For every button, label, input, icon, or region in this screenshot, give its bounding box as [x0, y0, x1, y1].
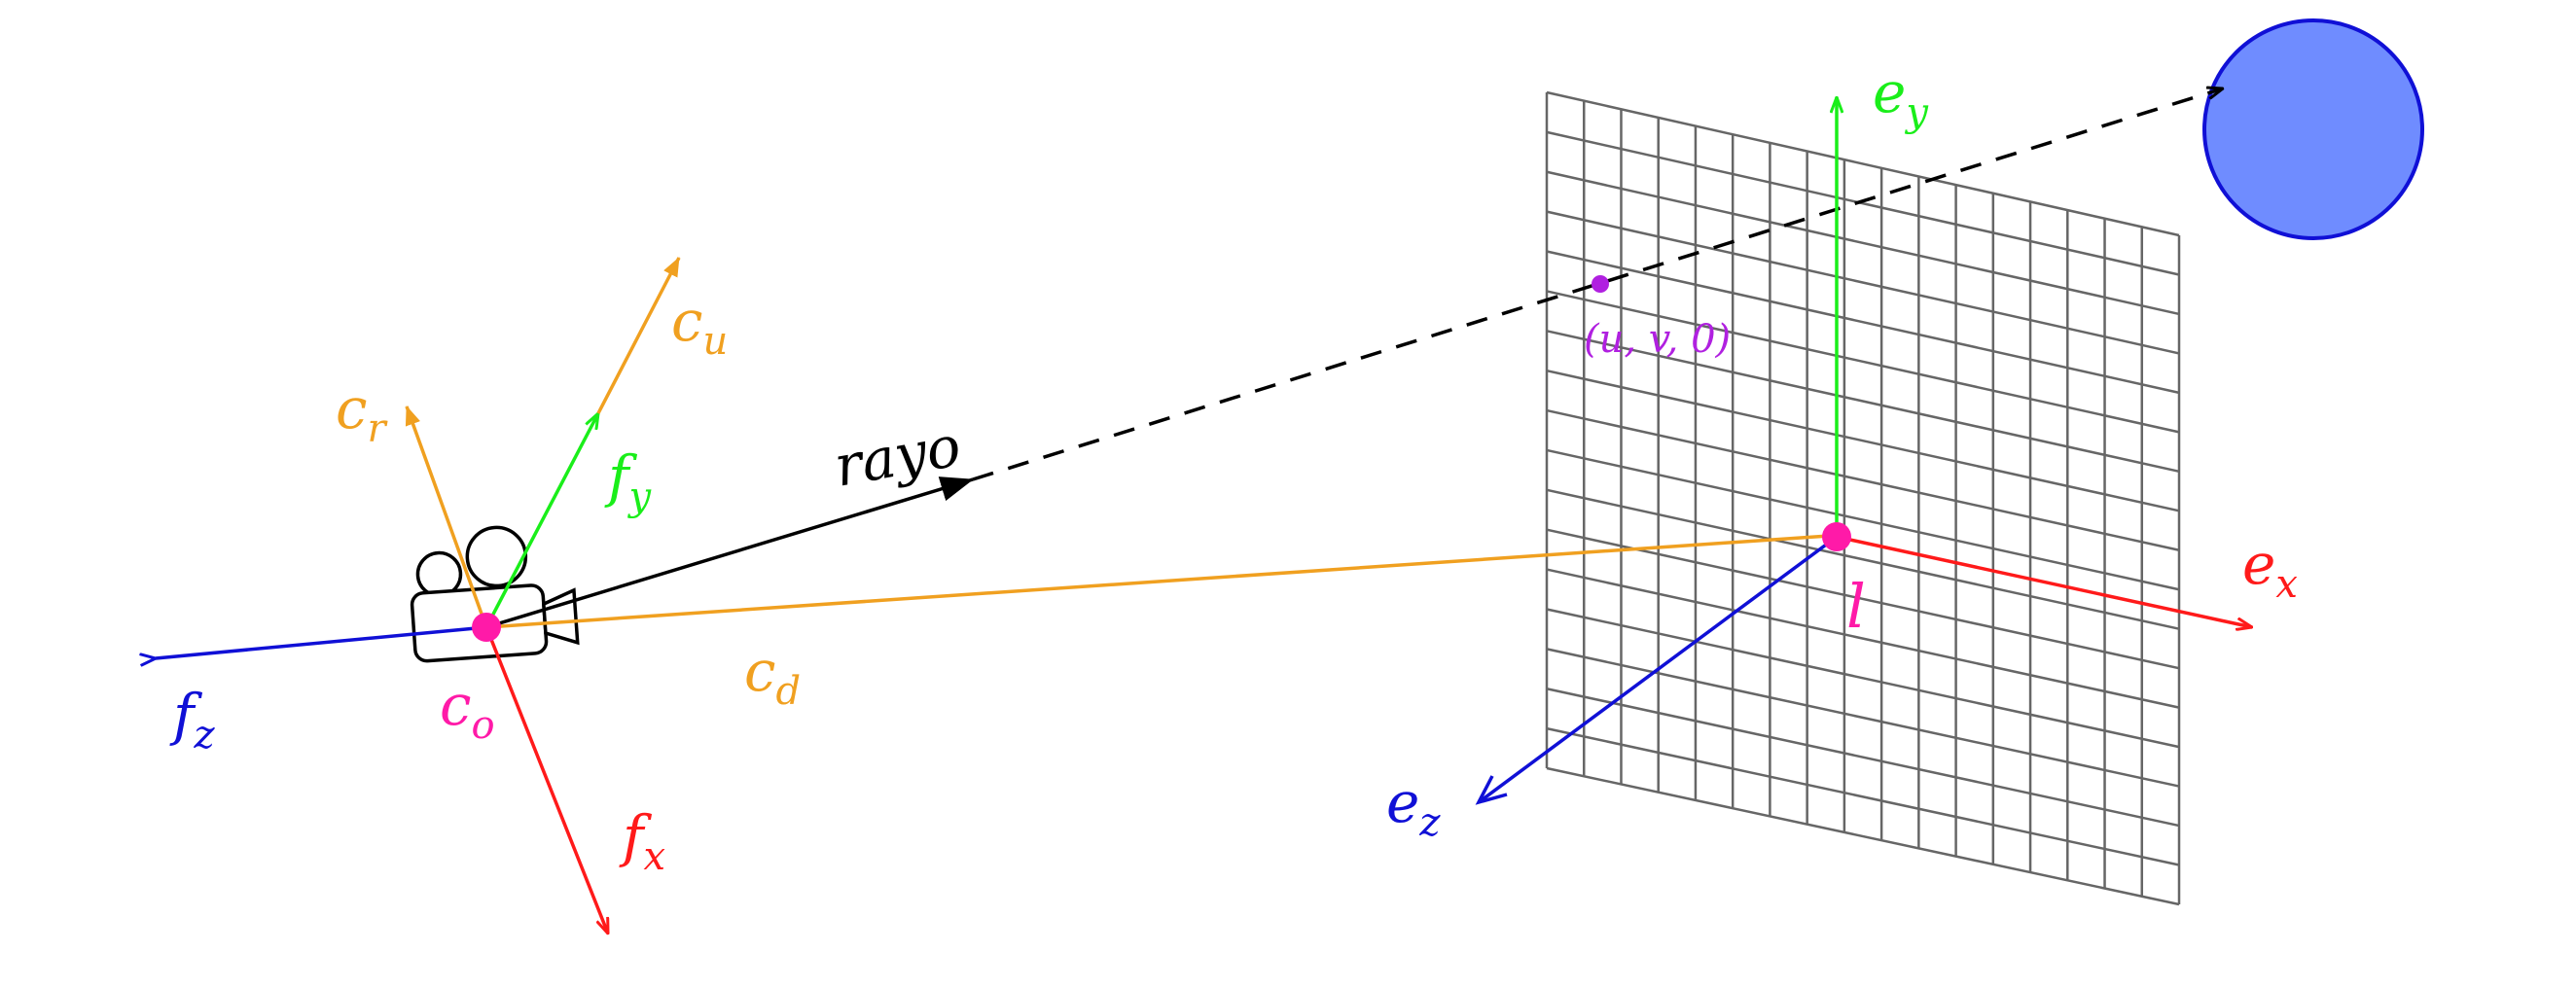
grid-line-horizontal — [1546, 330, 2180, 474]
grid-line-horizontal — [1546, 766, 2180, 906]
label-fz: fz — [169, 682, 215, 758]
grid-line-horizontal — [1546, 726, 2180, 866]
cd-vector — [485, 528, 1844, 629]
label-cd: cd — [744, 638, 801, 714]
grid-line-horizontal — [1546, 170, 2180, 316]
ez-axis — [1477, 535, 1839, 804]
ex-axis — [1836, 535, 2252, 627]
grid-line-horizontal — [1546, 488, 2180, 630]
fy-axis — [484, 413, 598, 628]
grid-line-horizontal — [1546, 130, 2180, 276]
label-l: l — [1846, 571, 1866, 642]
label-ez: ez — [1386, 769, 1441, 845]
ray-vector — [485, 476, 974, 629]
sphere — [2202, 18, 2424, 240]
grid-line-horizontal — [1546, 210, 2180, 355]
fz-axis — [156, 625, 487, 658]
grid-line-horizontal — [1546, 90, 2180, 237]
ray-dashed-extension — [972, 88, 2223, 481]
plane-center-point — [1822, 522, 1851, 551]
grid-line-horizontal — [1546, 408, 2180, 551]
grid-line-horizontal — [1546, 448, 2180, 591]
cu-axis — [596, 257, 681, 414]
grid-line-horizontal — [1546, 250, 2180, 395]
label-cr: cr — [336, 375, 388, 451]
fx-axis — [484, 626, 610, 934]
camera-origin-point — [472, 613, 501, 642]
label-fx: fx — [619, 803, 665, 879]
uv-point — [1592, 275, 1609, 293]
grid-line-horizontal — [1546, 528, 2180, 670]
grid-line-horizontal — [1546, 369, 2180, 512]
label-fy: fy — [604, 443, 652, 519]
label-ey: ey — [1873, 59, 1929, 135]
cr-axis — [405, 406, 488, 628]
image-plane-grid — [1545, 90, 2181, 906]
ez-arrowhead — [1475, 775, 1508, 805]
label-uv0: (u, v, 0) — [1584, 317, 1731, 362]
grid-line-horizontal — [1546, 688, 2180, 828]
grid-line-horizontal — [1546, 290, 2180, 434]
grid-line-horizontal — [1546, 568, 2180, 709]
label-co: co — [440, 672, 495, 748]
label-cu: cu — [671, 288, 728, 364]
grid-line-horizontal — [1546, 648, 2180, 788]
grid-line-horizontal — [1546, 608, 2180, 749]
label-ex: ex — [2242, 531, 2298, 607]
